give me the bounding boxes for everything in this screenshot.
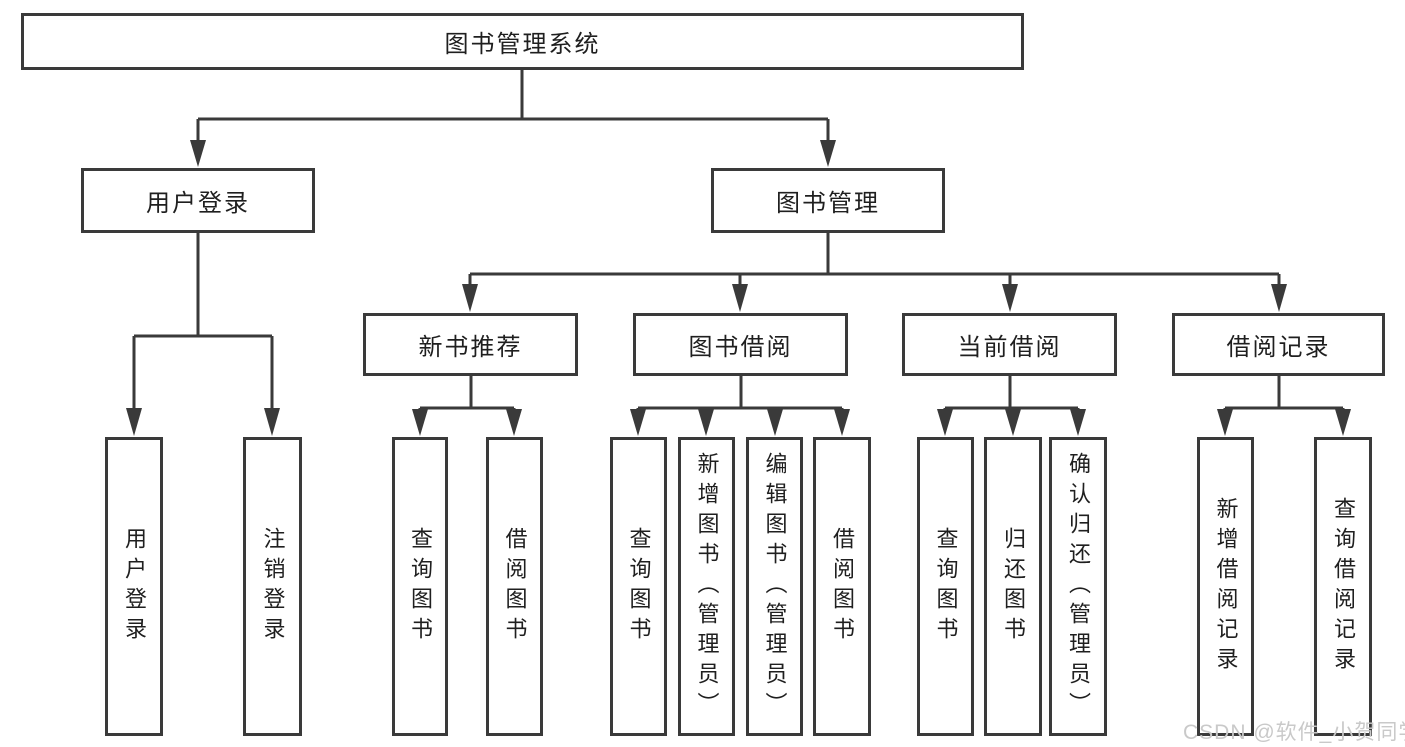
node-borrowing-records-label: 借阅记录 (1226, 334, 1331, 361)
node-new-book-recommend-label: 新书推荐 (418, 334, 523, 361)
leaf-add-borrow-record-label: 新增借阅记录 (1213, 496, 1239, 677)
node-user-login-branch: 用户登录 (81, 168, 315, 233)
node-book-borrowing: 图书借阅 (633, 313, 848, 376)
leaf-borrow-books-borrowing: 借阅图书 (813, 437, 871, 736)
leaf-add-books-admin: 新增图书（管理员） (678, 437, 735, 736)
leaf-logout-label: 注销登录 (260, 526, 286, 647)
leaf-edit-books-admin: 编辑图书（管理员） (746, 437, 803, 736)
arrowheads (126, 140, 1351, 436)
node-user-login-branch-label: 用户登录 (146, 190, 250, 217)
leaf-logout: 注销登录 (243, 437, 302, 736)
csdn-watermark: CSDN @软件_小贺同学 (1183, 721, 1405, 744)
leaf-add-books-admin-label: 新增图书（管理员） (694, 451, 720, 722)
node-borrowing-records: 借阅记录 (1172, 313, 1385, 376)
leaf-borrow-books-borrowing-label: 借阅图书 (830, 526, 855, 647)
leaf-query-books-current: 查询图书 (917, 437, 974, 736)
leaf-confirm-return-admin-label: 确认归还（管理员） (1066, 451, 1091, 722)
node-root-system: 图书管理系统 (21, 13, 1024, 70)
leaf-borrow-books-recommend: 借阅图书 (486, 437, 543, 736)
leaf-confirm-return-admin: 确认归还（管理员） (1049, 437, 1107, 736)
leaf-return-books-label: 归还图书 (1001, 526, 1026, 647)
leaf-query-borrow-record-label: 查询借阅记录 (1331, 496, 1356, 677)
leaf-add-borrow-record: 新增借阅记录 (1197, 437, 1254, 736)
leaf-query-books-recommend-label: 查询图书 (408, 526, 433, 647)
leaf-query-books-current-label: 查询图书 (933, 526, 959, 647)
leaf-return-books: 归还图书 (984, 437, 1042, 736)
leaf-edit-books-admin-label: 编辑图书（管理员） (762, 451, 788, 722)
leaf-user-login-label: 用户登录 (122, 526, 147, 647)
leaf-query-books-borrowing: 查询图书 (610, 437, 667, 736)
node-root-system-label: 图书管理系统 (444, 31, 601, 58)
leaf-user-login: 用户登录 (105, 437, 163, 736)
node-book-management-branch: 图书管理 (711, 168, 945, 233)
leaf-query-borrow-record: 查询借阅记录 (1314, 437, 1372, 736)
node-current-borrowing-label: 当前借阅 (957, 334, 1062, 361)
node-book-borrowing-label: 图书借阅 (688, 334, 793, 361)
leaf-borrow-books-recommend-label: 借阅图书 (502, 526, 528, 647)
node-current-borrowing: 当前借阅 (902, 313, 1117, 376)
leaf-query-books-borrowing-label: 查询图书 (626, 526, 652, 647)
node-book-management-branch-label: 图书管理 (776, 190, 880, 217)
leaf-query-books-recommend: 查询图书 (392, 437, 448, 736)
node-new-book-recommend: 新书推荐 (363, 313, 578, 376)
